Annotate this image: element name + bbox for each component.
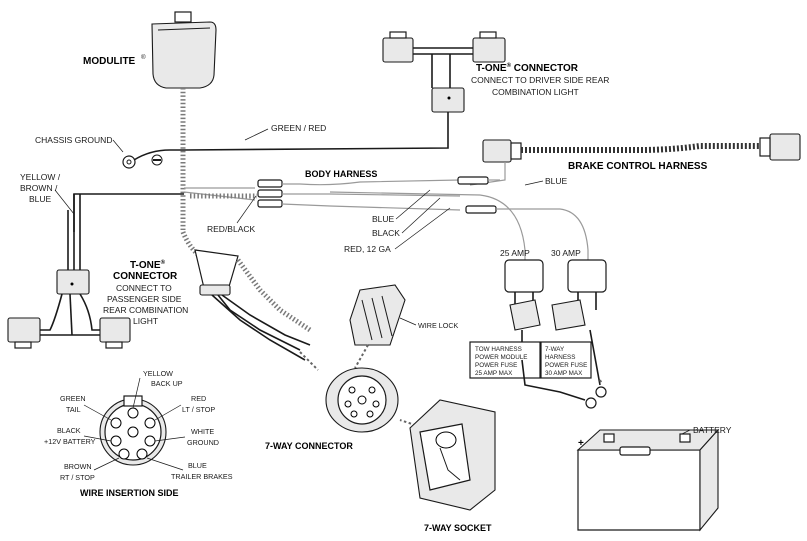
way-fuse-note-line2: HARNESS — [545, 354, 575, 361]
way-fuse-note-line3: POWER FUSE — [545, 362, 587, 369]
pin-brown-label: BROWN — [64, 462, 92, 471]
pin-rt-stop-label: RT / STOP — [60, 473, 95, 482]
tow-fuse-note-line4: 25 AMP MAX — [475, 370, 513, 377]
blue-wire-label-left: BLUE — [29, 194, 52, 204]
pin-lt-stop-label: LT / STOP — [182, 405, 215, 414]
pin-black-label: BLACK — [57, 426, 81, 435]
pin-tail-label: TAIL — [66, 405, 81, 414]
seven-way-socket-icon — [399, 399, 496, 511]
chassis-ground-label: CHASSIS GROUND — [35, 135, 112, 145]
wire-insertion-side-label: WIRE INSERTION SIDE — [80, 488, 179, 498]
wire-lock-label: WIRE LOCK — [418, 321, 459, 330]
modulite-reg-mark: ® — [141, 53, 146, 61]
red-12ga-label: RED, 12 GA — [344, 244, 391, 254]
wire-lock-icon — [349, 284, 406, 369]
battery-label: BATTERY — [693, 425, 732, 435]
driver-instruction-line2: COMBINATION LIGHT — [492, 87, 579, 97]
tow-fuse-note-line1: TOW HARNESS — [475, 346, 522, 353]
modulite-label: MODULITE — [83, 56, 136, 67]
t-one-connector-icon — [7, 194, 131, 349]
black-wire-label: BLACK — [372, 228, 400, 238]
brake-control-harness-label: BRAKE CONTROL HARNESS — [568, 161, 708, 172]
ring-terminal-icon — [521, 359, 607, 409]
t-one-connector-icon — [183, 31, 506, 151]
way-fuse-note-line4: 30 AMP MAX — [545, 370, 583, 377]
driver-instruction-line1: CONNECT TO DRIVER SIDE REAR — [471, 75, 609, 85]
passenger-line3: REAR COMBINATION — [103, 305, 188, 315]
tow-fuse-note-line2: POWER MODULE — [475, 354, 527, 361]
body-harness — [73, 176, 589, 251]
pin-plus12-label: +12V BATTERY — [44, 437, 96, 446]
ring-terminal-icon — [122, 149, 184, 169]
brown-wire-label: BROWN / — [20, 183, 58, 193]
body-harness-label: BODY HARNESS — [305, 169, 377, 179]
passenger-line2: PASSENGER SIDE — [107, 294, 182, 304]
seven-way-connector-label: 7-WAY CONNECTOR — [265, 441, 353, 451]
seven-way-pinout — [83, 377, 186, 471]
pin-green-label: GREEN — [60, 394, 86, 403]
green-red-wire-label: GREEN / RED — [271, 123, 326, 133]
passenger-line1: CONNECT TO — [116, 283, 172, 293]
fuse-holder-icon — [551, 250, 607, 386]
pin-back-up-label: BACK UP — [151, 379, 183, 388]
fuse-25-amp-label: 25 AMP — [500, 248, 530, 258]
blue-wire-label-top: BLUE — [545, 176, 568, 186]
pin-trailer-brakes-label: TRAILER BRAKES — [171, 472, 233, 481]
tow-fuse-note-box — [469, 341, 541, 379]
pin-white-label: WHITE — [191, 427, 214, 436]
battery-plus-symbol: + — [578, 438, 584, 449]
seven-way-socket-label: 7-WAY SOCKET — [424, 523, 492, 533]
seven-way-connector-icon — [325, 367, 399, 433]
fuse-holder-icon — [504, 250, 544, 360]
pin-yellow-label: YELLOW — [143, 369, 173, 378]
modulite-module-icon — [151, 11, 217, 230]
pin-red-label: RED — [191, 394, 206, 403]
pin-ground-label: GROUND — [187, 438, 219, 447]
tow-fuse-note-line3: POWER FUSE — [475, 362, 517, 369]
blue-wire-label-mid: BLUE — [372, 214, 395, 224]
fuse-30-amp-label: 30 AMP — [551, 248, 581, 258]
red-black-wire-label: RED/BLACK — [207, 224, 256, 234]
yellow-wire-label: YELLOW / — [20, 172, 61, 182]
t-one-driver-title: T-ONE® CONNECTOR — [476, 62, 579, 74]
pin-blue-label: BLUE — [188, 461, 207, 470]
way-fuse-note-line1: 7-WAY — [545, 346, 565, 353]
passenger-line4: LIGHT — [133, 316, 158, 326]
battery-icon — [576, 428, 720, 532]
t-one-passenger-connector: CONNECTOR — [113, 271, 178, 282]
brake-control-plug-icon — [469, 133, 801, 186]
t-one-passenger-title: T-ONE® — [130, 259, 166, 271]
harness-boot — [180, 231, 319, 371]
way-fuse-note-box — [540, 341, 592, 379]
